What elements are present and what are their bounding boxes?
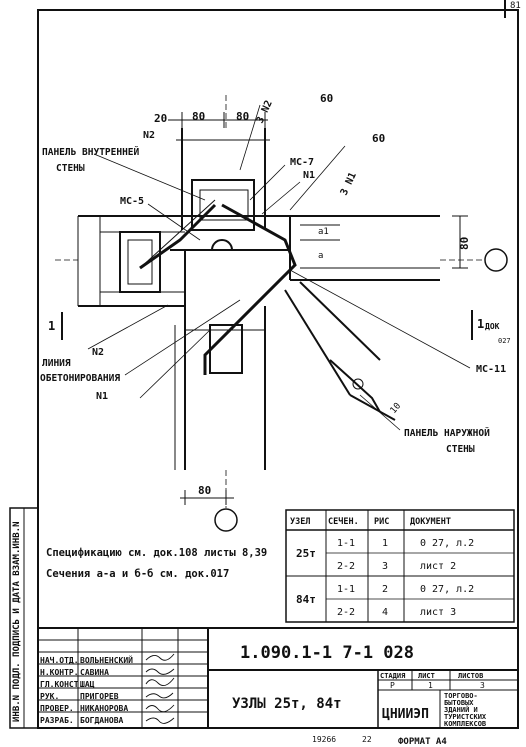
signer-role: Н.КОНТР. [40, 668, 79, 677]
table-cell-section: 2-2 [337, 561, 355, 572]
label-n2-mid: N2 [92, 347, 104, 358]
footer-number: 19266 [312, 735, 336, 744]
signer-name: ВОЛЬНЕНСКИЙ [80, 654, 133, 665]
sheets-value: 3 [480, 681, 485, 690]
note-sections: Сечения а-а и б-б см. док.017 [46, 568, 229, 580]
dim-80-right: 80 [236, 110, 249, 123]
table-header-node: УЗЕЛ [290, 517, 310, 527]
label-mc11: МС-11 [476, 364, 506, 375]
label-n1-mid: N1 [96, 391, 108, 402]
table-header-section: СЕЧЕН. [328, 517, 359, 527]
table-header-fig: РИС [374, 517, 389, 527]
table-cell-doc: лист 2 [420, 561, 456, 572]
org-desc: ЗДАНИЙ И [444, 705, 478, 714]
table-cell-section: 1-1 [337, 538, 355, 549]
signer-name: ШАЦ [80, 680, 95, 689]
reference-table [285, 509, 515, 623]
signer-name: САВИНА [80, 668, 109, 677]
sheet-header: ЛИСТ [418, 672, 435, 680]
table-cell-section: 2-2 [337, 607, 355, 618]
dim-80-vertical: 80 [458, 237, 471, 250]
sheets-header: ЛИСТОВ [458, 672, 483, 680]
label-n2-vertical: 3 N2 [255, 99, 275, 125]
label-n1-top: N1 [303, 170, 315, 181]
signer-name: ПРИГОРЕВ [80, 692, 119, 701]
footer-page: 22 [362, 735, 372, 744]
document-title: УЗЛЫ 25т, 84т [232, 696, 342, 712]
side-strip [9, 507, 39, 729]
sheet-value: 1 [428, 681, 433, 690]
label-mc7: МС-7 [290, 157, 314, 168]
document-code: 1.090.1-1 7-1 028 [240, 643, 414, 663]
label-panel-inner-2: СТЕНЫ [56, 163, 85, 174]
signer-role: ГЛ.КОНСТ. [40, 680, 83, 689]
label-mc5: МС-5 [120, 196, 144, 207]
label-section-right: 1 [477, 317, 484, 331]
axis-marker-right [484, 248, 508, 272]
label-n2-top: N2 [143, 130, 155, 141]
footer-format: ФОРМАТ А4 [398, 737, 447, 747]
label-n1-vertical: 3 N1 [339, 171, 359, 197]
dim-20: 20 [154, 112, 167, 125]
node-drawing [55, 95, 508, 532]
label-concrete-2: ОБЕТОНИРОВАНИЯ [40, 373, 120, 384]
label-panel-inner-1: ПАНЕЛЬ ВНУТРЕННЕЙ [42, 146, 140, 158]
label-dok: ДОК [485, 322, 500, 331]
side-strip-label: ИНВ.N ПОДЛ. ПОДПИСЬ И ДАТА ВЗАМ.ИНВ.N [12, 522, 22, 722]
stage-value: Р [390, 681, 395, 690]
corner-mark: 81 [510, 1, 521, 11]
org-desc: ТУРИСТСКИХ [444, 713, 487, 721]
org-desc: ТОРГОВО- [444, 692, 478, 700]
org-desc: КОМПЛЕКСОВ [444, 720, 486, 728]
table-cell-doc: 0 27, л.2 [420, 538, 474, 549]
axis-marker-bottom [214, 508, 238, 532]
table-cell-doc: лист 3 [420, 607, 456, 618]
table-cell-doc: 0 27, л.2 [420, 584, 474, 595]
label-section-left: 1 [48, 319, 55, 333]
title-block [38, 627, 518, 728]
signer-role: РАЗРАБ. [40, 716, 74, 725]
table-header-doc: ДОКУМЕНТ [410, 517, 451, 527]
sheet-frame [37, 9, 519, 729]
label-a: а [318, 251, 323, 261]
table-cell-fig: 4 [382, 607, 388, 618]
dim-80-bottom: 80 [198, 484, 211, 497]
dim-60-top: 60 [320, 92, 333, 105]
label-concrete-1: ЛИНИЯ [42, 358, 71, 369]
label-dok-num: 027 [498, 337, 511, 345]
org-name: ЦНИИЭП [382, 707, 429, 722]
drawing-labels: 20 80 80 60 60 80 80 10 N2 N1 3 N2 3 N1 … [40, 92, 511, 497]
label-panel-outer-1: ПАНЕЛЬ НАРУЖНОЙ [404, 427, 490, 439]
table-cell-section: 1-1 [337, 584, 355, 595]
signer-role: ПРОВЕР. [40, 704, 74, 713]
label-panel-outer-2: СТЕНЫ [446, 444, 475, 455]
label-a1: а1 [318, 227, 329, 237]
signatures [145, 653, 175, 724]
table-cell-fig: 3 [382, 561, 388, 572]
dim-10: 10 [389, 401, 404, 416]
table-cell-fig: 1 [382, 538, 388, 549]
signer-name: БОГДАНОВА [80, 716, 124, 725]
table-node-84t: 84т [296, 593, 316, 606]
signer-name: НИКАНОРОВА [80, 704, 128, 713]
table-cell-fig: 2 [382, 584, 388, 595]
signer-role: НАЧ.ОТД. [40, 656, 79, 665]
dim-60-mid: 60 [372, 132, 385, 145]
stage-header: СТАДИЯ [380, 672, 405, 680]
table-node-25t: 25т [296, 547, 316, 560]
dim-80-left: 80 [192, 110, 205, 123]
signer-role: РУК. [40, 692, 59, 701]
org-desc: БЫТОВЫХ [444, 699, 474, 707]
note-spec: Спецификацию см. док.108 листы 8,39 [46, 547, 267, 559]
